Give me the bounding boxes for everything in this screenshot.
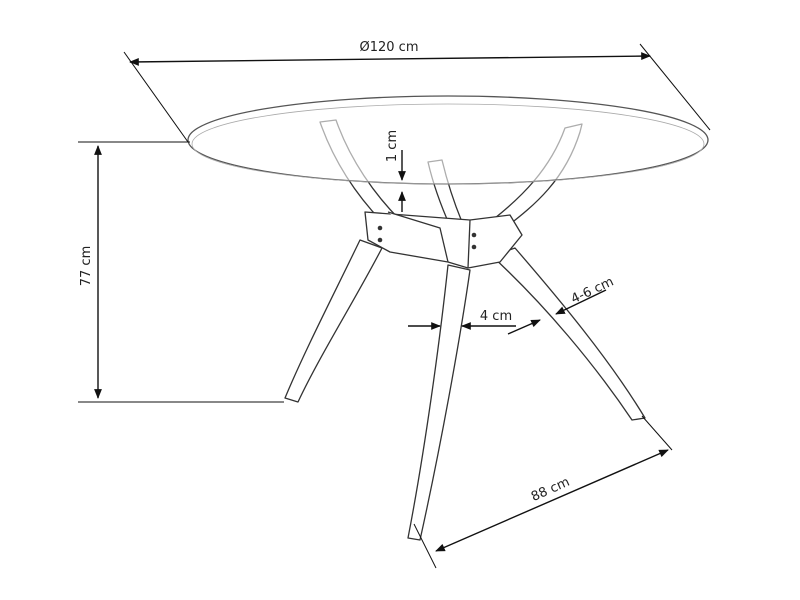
top-thickness-label: 1 cm [385,130,400,162]
leg-depth-label: 4-6 cm [569,274,616,307]
dimension-diameter: Ø120 cm [123,40,711,143]
glass-top-edge [187,95,709,185]
leg-length-dimension-line [435,449,669,552]
leg-front-center [407,264,471,541]
height-label: 77 cm [79,246,94,287]
dimension-leg-length: 88 cm [413,415,673,569]
base-cross-piece [364,211,523,269]
table-base-hub [364,211,523,269]
leg-width-label: 4 cm [480,309,512,324]
leg-front-right [491,247,646,421]
dimension-height: 77 cm [78,141,284,403]
diameter-dimension-line [129,52,651,66]
glass-top-inner-edge [191,103,705,185]
dimension-leg-width: 4 cm [408,309,516,330]
glass-tabletop [187,95,709,185]
leg-front-left [284,239,383,403]
dimension-top-thickness: 1 cm [385,130,406,212]
diameter-label: Ø120 cm [360,40,419,55]
